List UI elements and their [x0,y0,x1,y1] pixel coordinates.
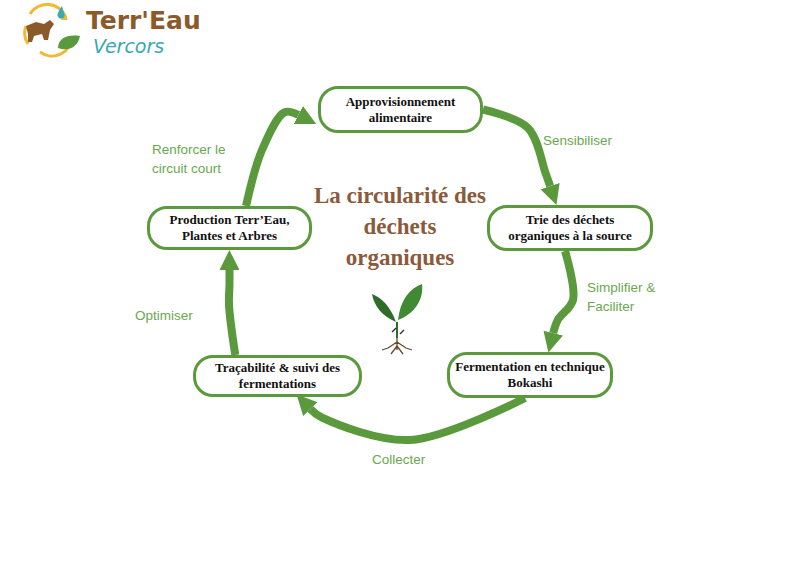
cycle-arrow [246,112,298,206]
edge-label: Renforcer le circuit court [152,140,242,178]
logo-leaf [58,36,80,50]
edge-label: Optimiser [135,306,225,325]
edge-label: Simplifier & Faciliter [587,278,667,316]
logo-subtitle: Vercors [93,35,164,57]
logo-icon [25,4,80,56]
seedling-mark [392,328,404,334]
logo-arrow [30,4,66,18]
seedling-leaf [372,294,396,322]
process-box: Fermentation en technique Bokashi [447,352,613,398]
box-text: Traçabilité & suivi des fermentations [200,360,355,392]
logo-drop [58,6,65,19]
process-box: Traçabilité & suivi des fermentations [193,355,362,397]
logo-name: Terr'Eau [86,6,201,35]
seedling-roots [382,338,412,354]
edge-label: Sensibiliser [543,131,633,150]
edge-label: Collecter [372,450,462,469]
box-text: Production Terr’Eau, Plantes et Arbres [154,212,305,244]
process-box: Trie des déchets organiques à la source [487,205,653,251]
logo-cow [26,20,54,42]
box-text: Fermentation en technique Bokashi [454,359,606,391]
cycle-arrow [310,398,525,440]
seedling-leaf [398,284,422,320]
seedling-illustration [372,284,422,354]
cycle-arrow [483,110,550,187]
cycle-arrow [553,251,573,333]
diagram-title: La circularité des déchets organiques [312,180,488,273]
box-text: Approvisionnement alimentaire [325,94,476,126]
cycle-arrow [229,270,235,355]
process-box: Production Terr’Eau, Plantes et Arbres [147,206,312,250]
box-text: Trie des déchets organiques à la source [494,212,646,244]
seedling-stem [396,322,398,338]
process-box: Approvisionnement alimentaire [318,86,483,133]
